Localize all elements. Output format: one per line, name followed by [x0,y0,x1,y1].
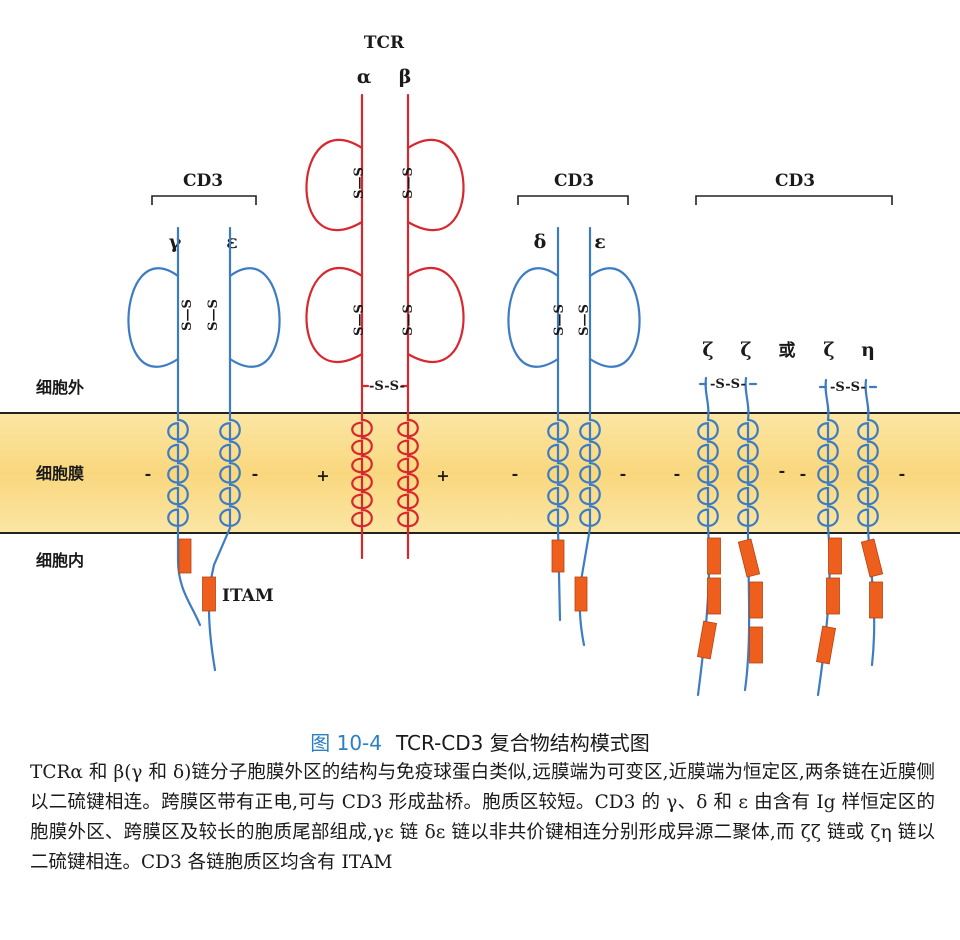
disulfide-bond: S—S [552,304,567,336]
ig-domain-loop [507,267,560,368]
itam-motif [697,620,717,660]
negative-charge: - [779,461,786,480]
itam-motif [574,576,588,612]
tcr-cd3-diagram: 细胞外 细胞膜 细胞内 TCR α β CD3 CD3 CD3 γ ε δ ε … [0,33,960,697]
ig-domain-loop [305,267,364,363]
ig-domain-loop [406,138,465,232]
eta-label: η [861,339,875,361]
tcr-beta-label: β [399,66,412,88]
disulfide-bond: S—S [352,304,367,336]
disulfide-bond-horizontal: -S-S- [710,377,746,392]
itam-motif [869,581,883,619]
figure-caption: 图 10-4 TCR-CD3 复合物结构模式图 [0,727,960,756]
zeta-chain [744,376,750,422]
disulfide-bond: S—S [352,167,367,199]
itam-motif [749,581,763,619]
transmembrane-helix [547,418,569,530]
protein-chains [127,93,884,697]
figure-title: TCR-CD3 复合物结构模式图 [395,731,650,755]
positive-charge: + [436,466,449,485]
cd3-cytoplasmic-tail [176,526,202,627]
disulfide-bond-horizontal: -S-S- [369,379,405,394]
bracket-zeta [695,195,893,205]
cd3-label-zeta: CD3 [775,171,815,191]
ig-domain-loop [305,138,364,232]
itam-label: ITAM [222,586,274,606]
disulfide-bond: S—S [577,304,592,336]
transmembrane-helix [697,418,719,530]
itam-motif [860,538,884,578]
zeta-chain [824,378,830,422]
itam-motif [749,626,763,664]
negative-charge: - [252,464,259,483]
cell-membrane [0,413,960,533]
positive-charge: + [316,466,329,485]
disulfide-bond: S—S [180,299,195,331]
negative-charge: - [899,464,906,483]
cd3-label-gamma-epsilon: CD3 [183,171,223,191]
epsilon-label-1: ε [226,231,238,253]
itam-motif [826,577,840,615]
ig-domain-loop [588,267,641,368]
cd3-cytoplasmic-tail [207,526,232,672]
itam-motif [707,537,721,575]
or-label: 或 [779,340,796,361]
transmembrane-helix [857,418,879,530]
figure-number: 图 10-4 [310,731,382,755]
tcr-label: TCR [364,33,405,53]
disulfide-bond: S—S [401,304,416,336]
negative-charge: - [800,464,807,483]
disulfide-bond: S—S [206,299,221,331]
zeta-label-2: ζ [740,339,751,361]
disulfide-bond-horizontal: -S-S- [830,380,866,395]
epsilon-label-2: ε [594,231,606,253]
itam-motif [828,537,842,575]
zeta-chain [864,378,870,422]
itam-motif [178,538,192,574]
itam-motif [707,577,721,615]
figure-description: TCRα 和 β(γ 和 δ)链分子胞膜外区的结构与免疫球蛋白类似,远膜端为可变… [30,762,935,873]
region-membrane: 细胞膜 [36,464,84,483]
itam-motif [551,539,565,573]
transmembrane-helix [737,418,759,530]
negative-charge: - [145,464,152,483]
ig-domain-loop [406,267,465,363]
bracket-delta-epsilon [517,195,629,205]
transmembrane-helix [351,418,373,530]
itam-motif [816,625,836,665]
itam-motif [737,538,761,578]
region-extracellular: 细胞外 [36,378,84,397]
bracket-gamma-epsilon [151,195,257,205]
zeta-label-3: ζ [823,339,834,361]
itam-motif [202,576,216,612]
cd3-label-delta-epsilon: CD3 [554,171,594,191]
delta-label: δ [534,231,547,253]
ig-domain-loop [127,267,180,368]
negative-charge: - [620,464,627,483]
negative-charge: - [512,464,519,483]
transmembrane-helix [579,418,601,530]
ig-domain-loop [228,267,281,368]
transmembrane-helix [817,418,839,530]
transmembrane-helix [219,418,241,530]
gamma-label: γ [169,231,182,253]
zeta-label-1: ζ [702,339,713,361]
transmembrane-helix [397,418,419,530]
transmembrane-helix [167,418,189,530]
disulfide-labels: S—S S—S S—S S—S S—S S—S S—S S—S -S-S- -S… [180,167,866,395]
negative-charge: - [674,464,681,483]
disulfide-bond: S—S [401,167,416,199]
region-intracellular: 细胞内 [36,551,84,570]
tcr-alpha-label: α [357,66,372,88]
zeta-chain [704,376,710,422]
